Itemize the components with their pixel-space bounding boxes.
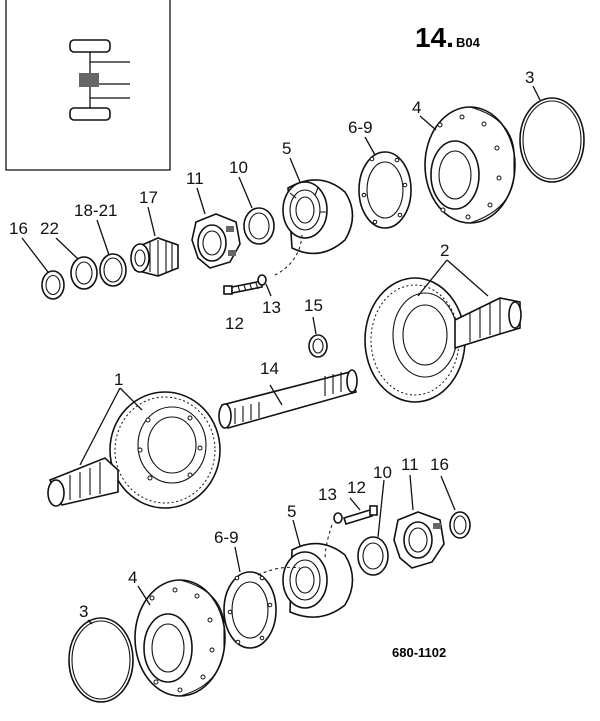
part-3-o-ring-top	[519, 85, 585, 183]
reference-code: 680-1102	[392, 645, 446, 660]
part-1-crown-wheel	[47, 387, 221, 509]
section-header: 14. B04	[415, 22, 481, 53]
part-10-lock-washer	[238, 176, 275, 245]
part-6-9-gasket	[358, 136, 412, 229]
callout-16-top: 16	[9, 219, 28, 238]
callout-3-top: 3	[525, 68, 534, 87]
chassis-icon	[69, 39, 130, 121]
callout-11-top: 11	[186, 169, 204, 188]
part-10-lock-washer-bottom	[357, 479, 389, 576]
part-16-snap-ring	[21, 237, 65, 300]
callout-1: 1	[114, 370, 123, 389]
callout-5-top: 5	[282, 139, 291, 158]
callout-10-bottom: 10	[373, 463, 392, 482]
part-6-9-gasket-bottom	[223, 546, 301, 649]
locator-inset	[5, 0, 171, 171]
callout-13-bottom: 13	[318, 485, 337, 504]
part-11-slotted-nut-bottom	[393, 474, 445, 569]
section-number: 14.	[415, 22, 454, 53]
callout-2: 2	[440, 241, 449, 260]
callout-6-9-bottom: 6-9	[214, 528, 239, 547]
callout-18-21: 18-21	[74, 201, 117, 220]
part-5-bearing-housing-bottom	[282, 519, 354, 618]
callout-14: 14	[260, 359, 279, 378]
callout-16-bottom: 16	[430, 455, 449, 474]
part-13-washer-bottom	[333, 512, 343, 524]
callout-15: 15	[304, 296, 323, 315]
part-4-wheel-hub-bottom	[134, 579, 226, 697]
part-12-bolt-top	[223, 280, 263, 295]
callout-5-bottom: 5	[287, 502, 296, 521]
part-12-bolt-bottom	[342, 497, 378, 525]
callout-3-bottom: 3	[79, 602, 88, 621]
part-16-snap-ring-bottom	[440, 475, 471, 539]
section-code: B04	[456, 35, 481, 50]
callout-4-top: 4	[412, 98, 421, 117]
callout-10-top: 10	[229, 158, 248, 177]
part-5-bearing-housing-top	[274, 157, 354, 276]
callout-4-bottom: 4	[128, 568, 137, 587]
part-18-21-shim	[96, 219, 127, 287]
part-15-ring	[308, 316, 328, 358]
part-3-o-ring-bottom	[68, 617, 134, 703]
callout-22: 22	[40, 219, 59, 238]
part-14-axle-shaft	[218, 369, 358, 429]
callout-11-bottom: 11	[401, 455, 419, 474]
part-17-bearing	[130, 206, 179, 277]
callout-17: 17	[139, 188, 158, 207]
part-2-ring-gear-and-pinion	[364, 259, 522, 403]
callout-6-9-top: 6-9	[348, 118, 373, 137]
callout-12-bottom: 12	[347, 478, 366, 497]
callout-labels: 3 4 6-9 5 10 11 17 18-21 22 16 12 13 15 …	[9, 68, 534, 621]
part-4-wheel-hub-top	[419, 106, 516, 224]
part-22-washer	[55, 237, 98, 290]
callout-13-top: 13	[262, 298, 281, 317]
part-11-slotted-nut	[191, 187, 241, 269]
callout-12-top: 12	[225, 314, 244, 333]
part-13-washer-top	[257, 274, 272, 297]
